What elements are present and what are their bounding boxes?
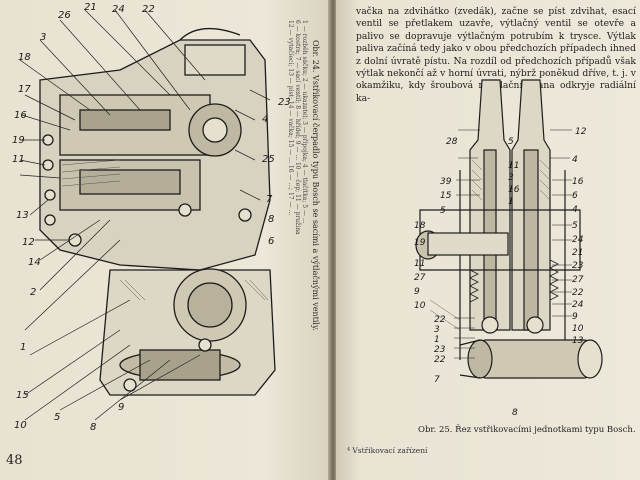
fig25-callout: 1 bbox=[508, 197, 514, 207]
fig25-callout: 4 bbox=[572, 155, 578, 165]
fig25-callout: 27 bbox=[414, 273, 426, 283]
callout-8b: 8 bbox=[90, 422, 96, 433]
footnote: ⁴ Vstřikovací zařízení bbox=[347, 446, 428, 455]
callout-19: 19 bbox=[12, 135, 25, 146]
fig25-callout: 16 bbox=[572, 177, 584, 187]
fig25-callout: 3 bbox=[508, 173, 514, 183]
callout-24: 24 bbox=[112, 4, 125, 15]
fig25-callout: 18 bbox=[414, 221, 426, 231]
fig25-callout: 22 bbox=[572, 288, 584, 298]
fig25-callout: 16 bbox=[508, 185, 520, 195]
callout-15: 15 bbox=[16, 390, 29, 401]
callout-12: 12 bbox=[22, 237, 35, 248]
fig25-callout: 11 bbox=[414, 259, 425, 269]
fig24-caption: Obr. 24. Vstřikovací čerpadlo typu Bosch… bbox=[311, 40, 320, 331]
book-gutter bbox=[328, 0, 338, 480]
callout-3: 3 bbox=[40, 32, 46, 43]
callout-22: 22 bbox=[142, 4, 155, 15]
callout-10: 10 bbox=[14, 420, 27, 431]
callout-17: 17 bbox=[18, 84, 31, 95]
callout-11: 11 bbox=[12, 154, 25, 165]
fig25-callout: 15 bbox=[440, 191, 452, 201]
fig25-callout: 10 bbox=[414, 301, 426, 311]
fig25-callout: 12 bbox=[575, 127, 587, 137]
callout-8: 8 bbox=[268, 214, 274, 225]
callout-25: 25 bbox=[262, 154, 275, 165]
fig25-callout: 10 bbox=[572, 324, 584, 334]
fig25-callout: 8 bbox=[512, 408, 518, 418]
fig25-callout: 5 bbox=[508, 137, 514, 147]
callout-9: 9 bbox=[118, 402, 124, 413]
fig25-callout: 9 bbox=[414, 287, 420, 297]
fig25-callout: 6 bbox=[572, 191, 578, 201]
fig25-callout: 11 bbox=[508, 161, 519, 171]
callout-14: 14 bbox=[28, 257, 41, 268]
fig25-callout: 13 bbox=[572, 336, 584, 346]
fig25-callout: 3 bbox=[434, 325, 440, 335]
fig25-callout: 39 bbox=[440, 177, 452, 187]
fig25-callout: 28 bbox=[446, 137, 458, 147]
fig24-legend-line: 1 — rozběh sáčku; 2 — ukazatel; 3 — příp… bbox=[301, 20, 308, 224]
callout-26: 26 bbox=[58, 10, 71, 21]
fig25-callout: 19 bbox=[414, 238, 426, 248]
fig24-drawing: 26 21 24 22 3 18 17 23 16 19 11 4 25 7 8… bbox=[12, 2, 291, 433]
left-page: 26 21 24 22 3 18 17 23 16 19 11 4 25 7 8… bbox=[0, 0, 330, 480]
page-number: 48 bbox=[6, 453, 23, 468]
callout-4: 4 bbox=[262, 114, 268, 125]
callout-23: 23 bbox=[278, 97, 291, 108]
callout-5: 5 bbox=[54, 412, 60, 423]
fig25-callout: 7 bbox=[434, 375, 440, 385]
callout-2: 2 bbox=[30, 287, 36, 298]
fig25-callout: 24 bbox=[572, 300, 584, 310]
callout-16: 16 bbox=[14, 110, 27, 121]
fig25-callout: 24 bbox=[572, 235, 584, 245]
fig25-callout: 1 bbox=[434, 335, 440, 345]
fig25-callout: 22 bbox=[434, 315, 446, 325]
fig25-callout: 27 bbox=[572, 275, 584, 285]
fig24-legend-line: 12 — vytačíecí; 13 — píst; 14 — vačka; 1… bbox=[287, 20, 294, 216]
fig25-drawing: 28 5 12 11 4 16 39 3 16 1 15 5 6 4 5 24 … bbox=[414, 79, 603, 418]
fig25-callout: 5 bbox=[572, 221, 578, 231]
callout-18: 18 bbox=[18, 52, 31, 63]
callout-13: 13 bbox=[16, 210, 29, 221]
callout-6: 6 bbox=[268, 236, 274, 247]
fig25-callout: 23 bbox=[572, 261, 584, 271]
callout-7: 7 bbox=[266, 194, 273, 205]
fig24-legend-line: 6 — kostra; 7 — sací ventil; 8 — hřídel;… bbox=[294, 20, 301, 235]
callout-21: 21 bbox=[84, 2, 97, 13]
callout-1: 1 bbox=[20, 342, 26, 353]
fig25-callout: 9 bbox=[572, 312, 578, 322]
fig25-caption: Obr. 25. Řez vstřikovacími jednotkami ty… bbox=[418, 425, 636, 435]
fig25-callout: 23 bbox=[434, 345, 446, 355]
fig25-callout: 22 bbox=[434, 355, 446, 365]
fig25-callout: 21 bbox=[572, 248, 583, 258]
fig25-callout: 4 bbox=[572, 205, 578, 215]
fig25-callout: 5 bbox=[440, 206, 446, 216]
